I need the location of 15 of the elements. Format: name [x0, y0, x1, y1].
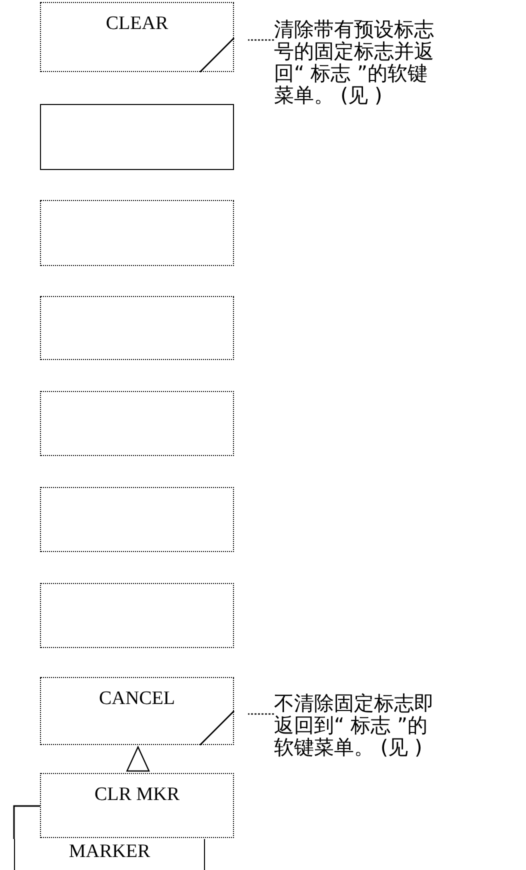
- softkey-box: CLEAR: [40, 2, 234, 72]
- description-text: 不清除固定标志即返回到“ 标志 ”的软键菜单。 (见 ): [274, 692, 438, 758]
- menu-key-box: MARKER: [14, 839, 205, 870]
- leader-line: [248, 39, 274, 41]
- empty-softkey-box: [40, 200, 234, 266]
- softkey-box: CANCEL: [40, 677, 234, 745]
- empty-softkey-box: [40, 487, 234, 552]
- empty-softkey-box: [40, 583, 234, 648]
- empty-softkey-box: [40, 104, 234, 170]
- description-text: 清除带有预设标志号的固定标志并返回“ 标志 ”的软键菜单。 (见 ): [274, 18, 438, 106]
- softkey-box: CLR MKR: [40, 773, 234, 838]
- leader-line: [248, 713, 274, 715]
- empty-softkey-box: [40, 296, 234, 360]
- empty-softkey-box: [40, 391, 234, 456]
- triangle-arrow: [126, 746, 150, 772]
